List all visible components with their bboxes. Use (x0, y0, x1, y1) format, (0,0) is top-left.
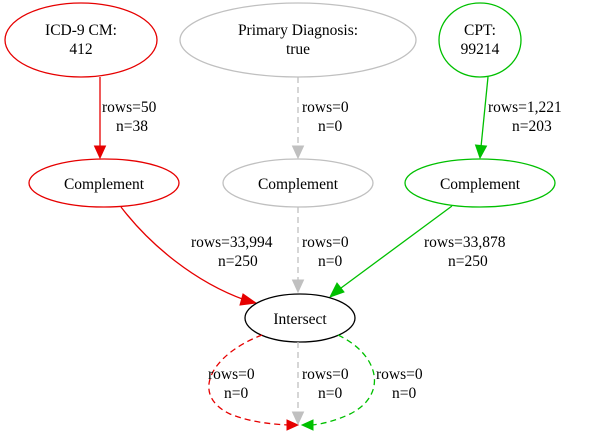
edge-green-complement-to-intersect: rows=33,878 n=250 (328, 205, 506, 298)
edge-cpt-to-complement: rows=1,221 n=203 (474, 76, 562, 160)
edge-red-complement-to-intersect-n: n=250 (218, 253, 258, 270)
edge-green-complement-to-intersect-line (340, 205, 453, 289)
node-complement-red-label: Complement (64, 176, 145, 193)
edge-icd9-to-complement-rows: rows=50 (102, 99, 157, 116)
edge-cpt-to-complement-n: n=203 (512, 118, 552, 135)
edge-intersect-out-green-arrowhead (300, 419, 314, 431)
edge-gray-complement-to-intersect-n: n=0 (318, 253, 342, 270)
edge-icd9-to-complement: rows=50 n=38 (93, 77, 157, 160)
edge-primary-to-complement: rows=0 n=0 (291, 77, 349, 160)
edge-icd9-to-complement-n: n=38 (116, 118, 148, 135)
node-primary-diagnosis-shape (179, 2, 417, 78)
node-cpt-code: 99214 (461, 41, 500, 58)
edge-intersect-out-red-n: n=0 (224, 385, 248, 402)
node-complement-red[interactable]: Complement (28, 158, 180, 208)
edge-intersect-out-gray: rows=0 n=0 (291, 342, 349, 426)
edge-red-complement-to-intersect-arrowhead (239, 293, 258, 306)
edge-icd9-to-complement-arrowhead (93, 145, 107, 160)
node-intersect-shape (244, 293, 356, 343)
edge-intersect-out-gray-arrowhead (291, 411, 305, 426)
node-primary-diagnosis-title: Primary Diagnosis: (238, 22, 358, 39)
edge-primary-to-complement-rows: rows=0 (302, 99, 349, 116)
edge-intersect-out-green: rows=0 n=0 (300, 334, 423, 431)
node-primary-diagnosis[interactable]: Primary Diagnosis: true (179, 2, 417, 78)
node-cpt[interactable]: CPT: 99214 (438, 2, 522, 78)
edge-intersect-out-gray-n: n=0 (318, 385, 342, 402)
edge-red-complement-to-intersect-rows: rows=33,994 (191, 234, 273, 251)
edge-cpt-to-complement-rows: rows=1,221 (488, 99, 562, 116)
node-intersect-label: Intersect (273, 311, 327, 328)
edge-gray-complement-to-intersect: rows=0 n=0 (291, 207, 349, 294)
node-complement-green-label: Complement (440, 176, 521, 193)
node-icd9-code: 412 (69, 41, 92, 58)
edge-green-complement-to-intersect-arrowhead (328, 282, 345, 298)
node-cpt-shape (438, 2, 522, 78)
edge-intersect-out-red-arrowhead (286, 419, 300, 431)
edge-green-complement-to-intersect-n: n=250 (448, 253, 488, 270)
node-intersect[interactable]: Intersect (244, 293, 356, 343)
edge-gray-complement-to-intersect-arrowhead (291, 279, 305, 294)
edge-cpt-to-complement-line (480, 76, 489, 148)
node-complement-gray-label: Complement (258, 176, 339, 193)
edge-primary-to-complement-n: n=0 (318, 118, 342, 135)
node-icd9-title: ICD-9 CM: (45, 22, 117, 39)
edge-intersect-out-gray-rows: rows=0 (302, 366, 349, 383)
node-icd9-shape (4, 2, 158, 78)
edge-intersect-out-green-rows: rows=0 (376, 366, 423, 383)
node-complement-green-shape (404, 158, 556, 208)
edge-intersect-out-red-rows: rows=0 (208, 366, 255, 383)
edge-primary-to-complement-arrowhead (291, 145, 305, 160)
edge-red-complement-to-intersect: rows=33,994 n=250 (120, 206, 273, 306)
edge-intersect-out-red: rows=0 n=0 (208, 334, 300, 431)
edge-intersect-out-green-n: n=0 (392, 385, 416, 402)
edge-intersect-out-red-line (208, 334, 289, 426)
node-complement-green[interactable]: Complement (404, 158, 556, 208)
node-primary-diagnosis-value: true (286, 41, 310, 58)
edge-intersect-out-green-line (311, 334, 376, 426)
node-complement-red-shape (28, 158, 180, 208)
node-complement-gray[interactable]: Complement (222, 158, 374, 208)
node-icd9[interactable]: ICD-9 CM: 412 (4, 2, 158, 78)
edge-gray-complement-to-intersect-rows: rows=0 (302, 234, 349, 251)
edge-red-complement-to-intersect-line (120, 206, 246, 301)
edge-cpt-to-complement-arrowhead (474, 144, 488, 160)
node-cpt-title: CPT: (464, 22, 496, 39)
edge-green-complement-to-intersect-rows: rows=33,878 (424, 234, 506, 251)
